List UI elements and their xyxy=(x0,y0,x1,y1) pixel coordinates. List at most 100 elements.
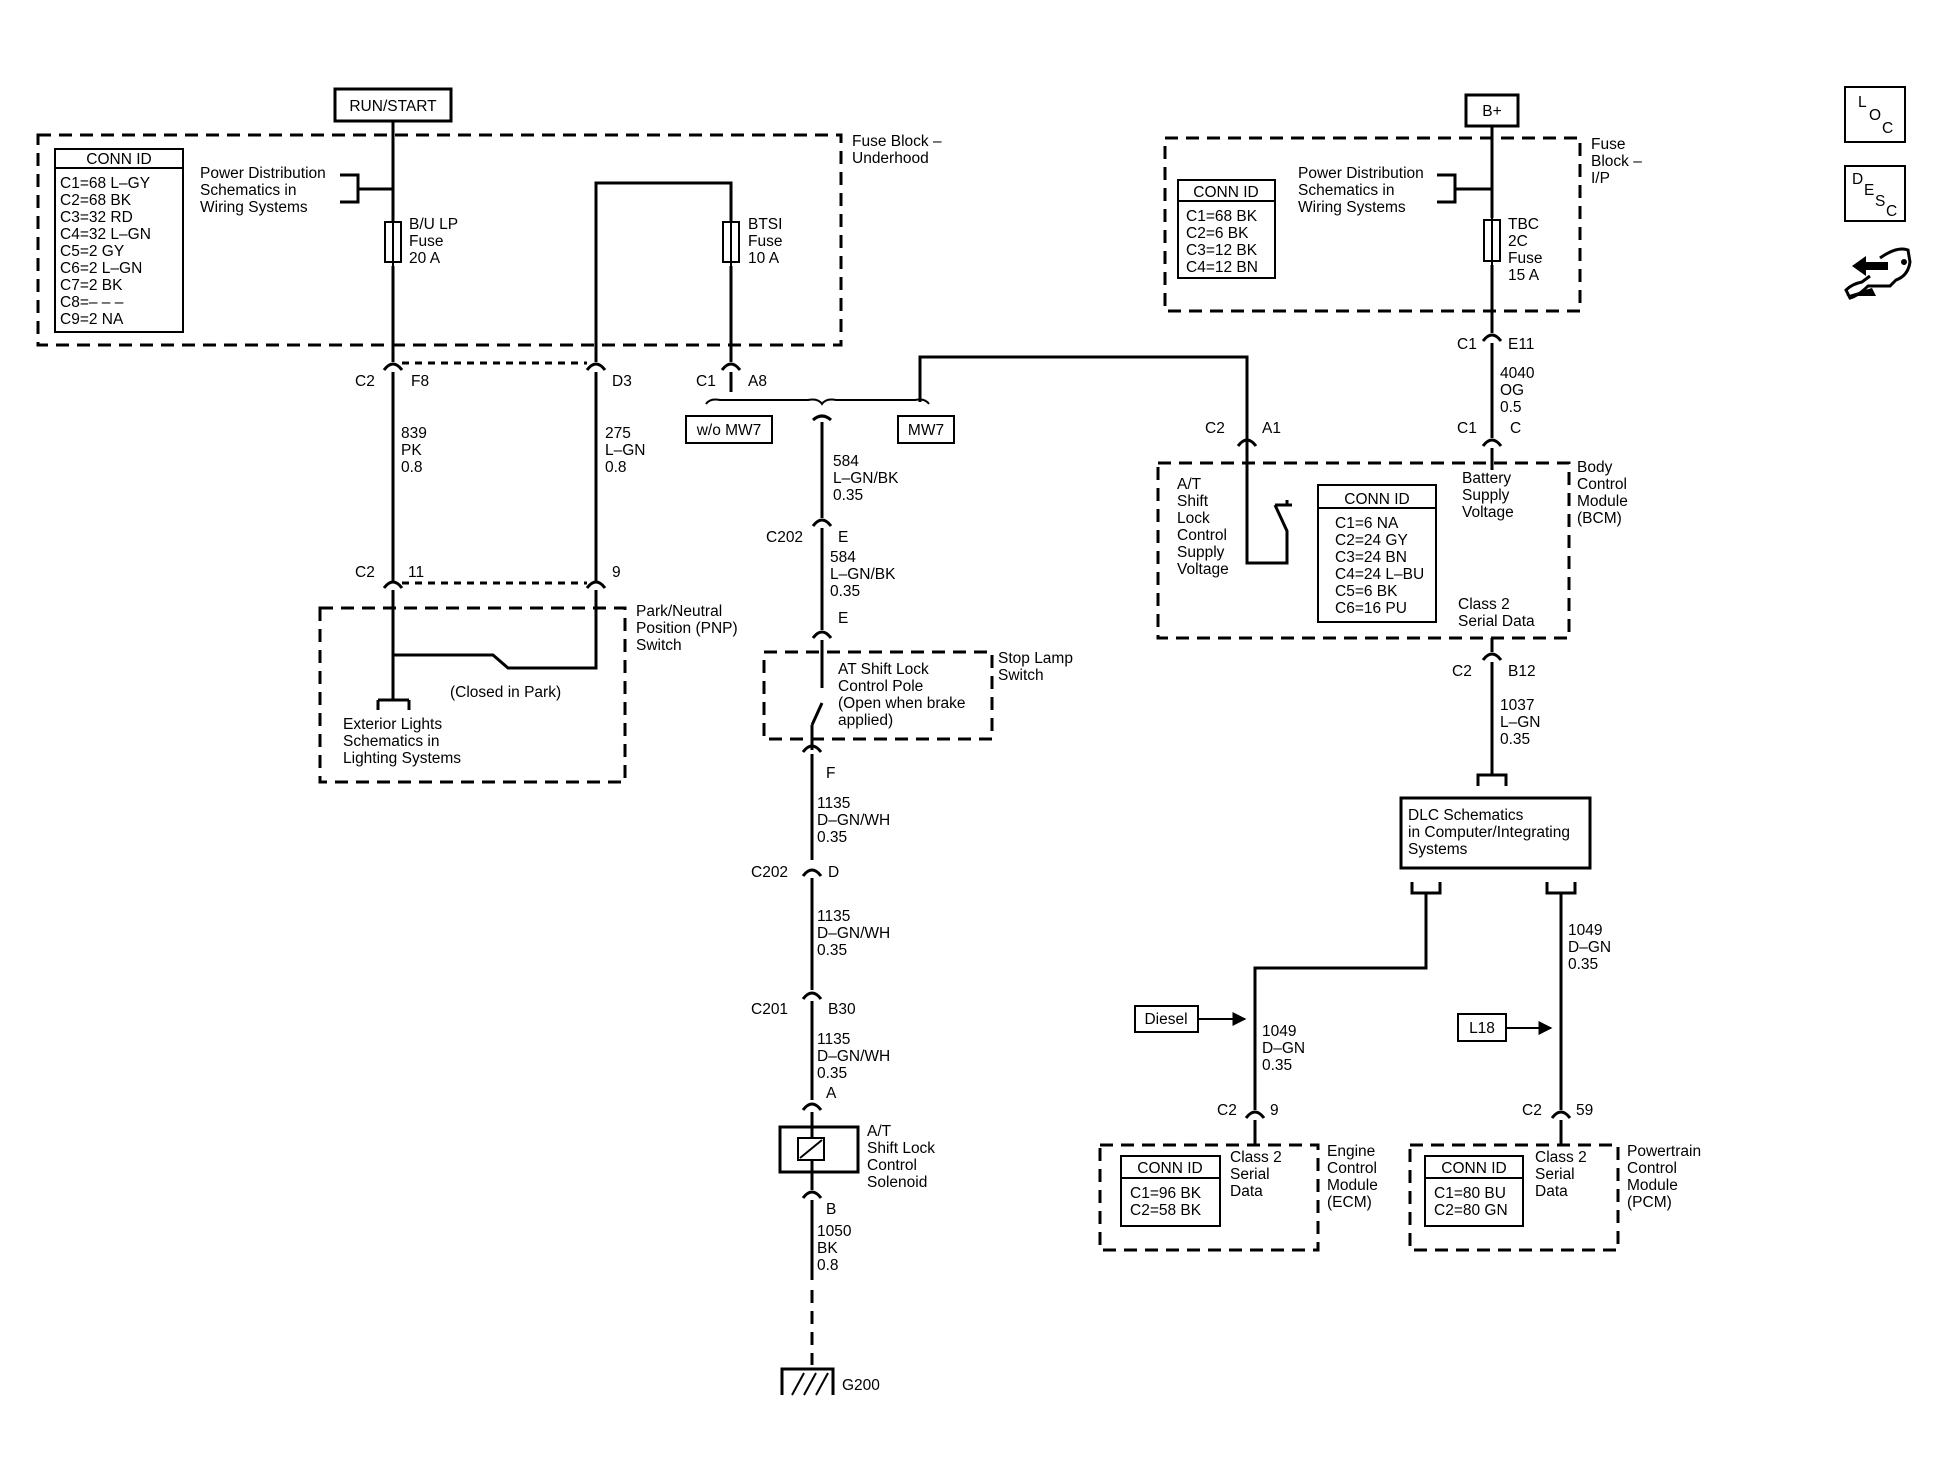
svg-text:Class 2: Class 2 xyxy=(1230,1149,1282,1166)
svg-text:Fuse: Fuse xyxy=(748,233,782,250)
fuse-block-underhood-box xyxy=(36,133,843,347)
wire-1135-label-c: 1135 D–GN/WH 0.35 xyxy=(817,1031,890,1082)
svg-text:CONN ID: CONN ID xyxy=(1441,1160,1506,1177)
svg-text:Position (PNP): Position (PNP) xyxy=(636,620,738,637)
option-diesel: Diesel xyxy=(1134,1005,1247,1033)
svg-text:(ECM): (ECM) xyxy=(1327,1194,1372,1211)
svg-text:275: 275 xyxy=(605,425,631,442)
svg-text:Supply: Supply xyxy=(1177,544,1225,561)
svg-text:C2=24 GY: C2=24 GY xyxy=(1335,532,1408,549)
conn-id-table-ecm: CONN ID C1=96 BK C2=58 BK xyxy=(1120,1155,1221,1227)
wrench-icon[interactable] xyxy=(1844,247,1912,300)
svg-text:Schematics in: Schematics in xyxy=(343,733,439,750)
svg-text:AT Shift Lock: AT Shift Lock xyxy=(838,661,929,678)
wire-584-label-lower: 584 L–GN/BK 0.35 xyxy=(830,549,896,600)
svg-text:C8=– – –: C8=– – – xyxy=(60,294,124,311)
solenoid-label: A/T Shift Lock Control Solenoid xyxy=(867,1123,935,1191)
connector-c2-a1: C2 A1 xyxy=(1205,420,1281,437)
wire-584-label-upper: 584 L–GN/BK 0.35 xyxy=(833,453,899,504)
fuse-block-ip-label: Fuse Block – I/P xyxy=(1591,136,1642,187)
svg-text:0.35: 0.35 xyxy=(817,942,847,959)
wire-1135-label-a: 1135 D–GN/WH 0.35 xyxy=(817,795,890,846)
svg-text:OG: OG xyxy=(1500,382,1524,399)
svg-text:B30: B30 xyxy=(828,1001,856,1018)
connector-c2-11: C2 11 xyxy=(355,564,424,581)
b-plus-source: B+ xyxy=(1464,93,1520,128)
connector-c2-9: C2 9 xyxy=(1217,1102,1279,1119)
svg-text:Serial: Serial xyxy=(1535,1166,1575,1183)
svg-text:Class 2: Class 2 xyxy=(1535,1149,1587,1166)
svg-text:Solenoid: Solenoid xyxy=(867,1174,927,1191)
svg-text:Control: Control xyxy=(1577,476,1627,493)
power-distribution-ref-ip: Power Distribution Schematics in Wiring … xyxy=(1298,165,1492,216)
connector-c1-a8-symbol xyxy=(720,362,742,371)
connector-c1-c: C1 C xyxy=(1457,420,1521,437)
svg-text:59: 59 xyxy=(1576,1102,1593,1119)
svg-text:Class 2: Class 2 xyxy=(1458,596,1510,613)
svg-text:TBC: TBC xyxy=(1508,216,1539,233)
svg-text:B/U LP: B/U LP xyxy=(409,216,458,233)
connector-c202-e-symbol xyxy=(811,518,833,527)
svg-text:CONN ID: CONN ID xyxy=(1137,1160,1202,1177)
svg-text:Voltage: Voltage xyxy=(1462,504,1514,521)
svg-text:D–GN: D–GN xyxy=(1568,939,1611,956)
svg-text:C1: C1 xyxy=(696,373,716,390)
dlc-box: DLC Schematics in Computer/Integrating S… xyxy=(1399,796,1592,870)
fuse-tbc: TBC 2C Fuse 15 A xyxy=(1483,216,1542,284)
svg-text:D–GN/WH: D–GN/WH xyxy=(817,812,890,829)
svg-text:Serial Data: Serial Data xyxy=(1458,613,1535,630)
connector-c2-f8: C2 F8 xyxy=(355,373,429,390)
svg-text:839: 839 xyxy=(401,425,427,442)
ecm-box xyxy=(1098,1143,1320,1252)
connector-c2-b12-symbol xyxy=(1481,652,1503,661)
connector-c2-a1-symbol xyxy=(1236,438,1258,447)
desc-icon[interactable]: D E S C xyxy=(1844,165,1906,222)
svg-text:Control Pole: Control Pole xyxy=(838,678,923,695)
svg-text:S: S xyxy=(1875,193,1885,210)
svg-text:L–GN/BK: L–GN/BK xyxy=(830,566,896,583)
svg-text:Lock: Lock xyxy=(1177,510,1210,527)
svg-text:1049: 1049 xyxy=(1262,1023,1296,1040)
svg-text:Module: Module xyxy=(1627,1177,1678,1194)
svg-text:(Open when brake: (Open when brake xyxy=(838,695,966,712)
svg-text:C2=80 GN: C2=80 GN xyxy=(1434,1202,1508,1219)
svg-text:BK: BK xyxy=(817,1240,838,1257)
wire-1049-label-ecm: 1049 D–GN 0.35 xyxy=(1262,1023,1305,1074)
bcm-battery-label: Battery Supply Voltage xyxy=(1462,470,1514,521)
bcm-label: Body Control Module (BCM) xyxy=(1577,459,1628,527)
connector-c1-e11-symbol xyxy=(1481,333,1503,342)
svg-text:C2=58 BK: C2=58 BK xyxy=(1130,1202,1202,1219)
connector-c2-59-symbol xyxy=(1550,1110,1572,1119)
svg-text:F8: F8 xyxy=(411,373,429,390)
connector-f: F xyxy=(826,765,835,782)
svg-text:C1: C1 xyxy=(1457,420,1477,437)
fuse-btsi: BTSI Fuse 10 A xyxy=(722,216,782,267)
pnp-switch-label: Park/Neutral Position (PNP) Switch xyxy=(636,603,738,654)
ground-g200-symbol: G200 xyxy=(780,1367,880,1396)
svg-text:0.8: 0.8 xyxy=(605,459,627,476)
svg-text:1049: 1049 xyxy=(1568,922,1602,939)
ground-g200-label: G200 xyxy=(842,1377,880,1394)
loc-icon[interactable]: L O C xyxy=(1844,86,1906,143)
svg-text:20 A: 20 A xyxy=(409,250,441,267)
svg-text:Power Distribution: Power Distribution xyxy=(1298,165,1424,182)
bcm-class2-label: Class 2 Serial Data xyxy=(1458,596,1535,630)
svg-text:C3=24 BN: C3=24 BN xyxy=(1335,549,1407,566)
svg-text:L–GN/BK: L–GN/BK xyxy=(833,470,899,487)
connector-c1-c-symbol xyxy=(1481,438,1503,447)
svg-text:4040: 4040 xyxy=(1500,365,1535,382)
svg-text:C1=68 BK: C1=68 BK xyxy=(1186,208,1258,225)
svg-text:(BCM): (BCM) xyxy=(1577,510,1622,527)
svg-text:Serial: Serial xyxy=(1230,1166,1270,1183)
svg-text:C2: C2 xyxy=(1217,1102,1237,1119)
svg-text:L–GN: L–GN xyxy=(605,442,646,459)
svg-text:Data: Data xyxy=(1535,1183,1568,1200)
svg-text:Exterior Lights: Exterior Lights xyxy=(343,716,442,733)
connector-c202-d-symbol xyxy=(801,868,823,877)
svg-text:11: 11 xyxy=(408,564,424,581)
solenoid-symbol xyxy=(778,1112,860,1190)
svg-text:Diesel: Diesel xyxy=(1144,1011,1187,1028)
svg-text:C: C xyxy=(1886,203,1897,220)
svg-text:10 A: 10 A xyxy=(748,250,780,267)
connector-c201-b30-symbol xyxy=(801,991,823,1000)
